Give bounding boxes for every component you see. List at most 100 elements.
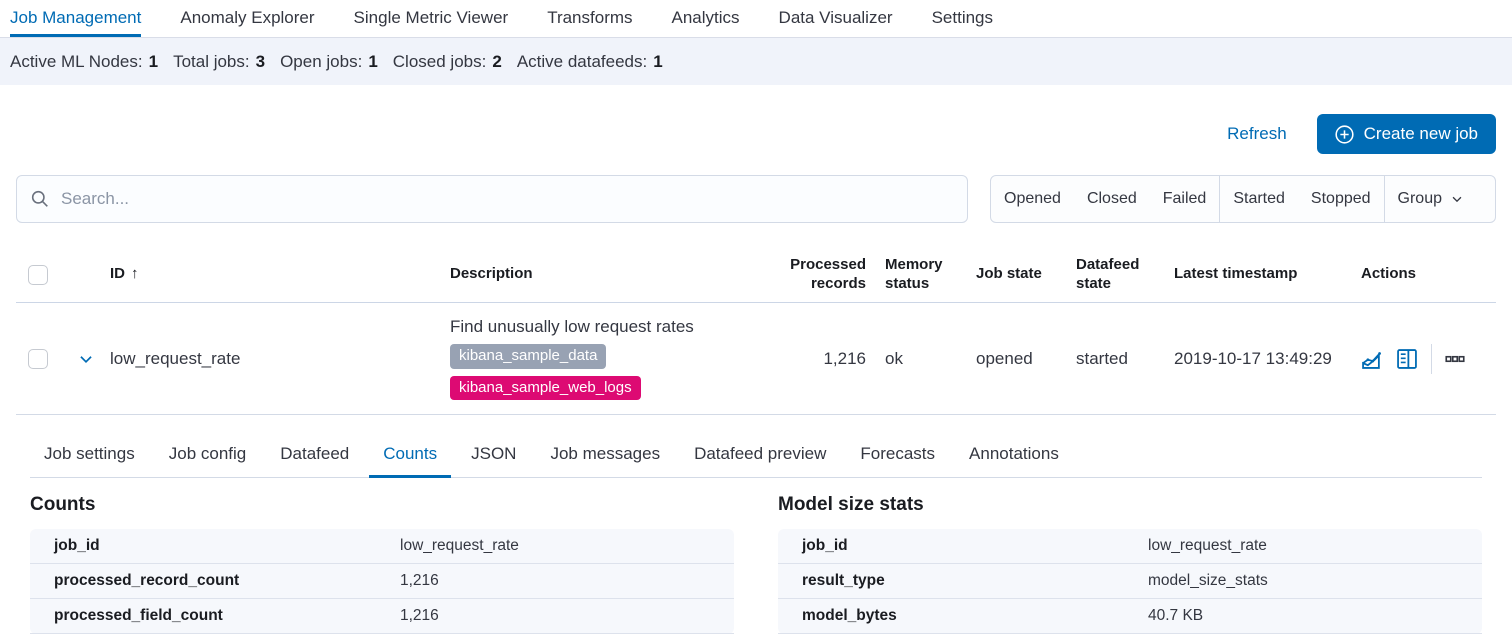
refresh-button[interactable]: Refresh bbox=[1227, 124, 1287, 143]
counts-title: Counts bbox=[30, 494, 96, 515]
stat-key: model_bytes bbox=[802, 607, 897, 624]
description-stack: Find unusually low request rates kibana_… bbox=[450, 317, 766, 401]
stat-key: result_type bbox=[802, 572, 885, 589]
select-all-checkbox[interactable] bbox=[28, 264, 48, 285]
nav-tab-job-management[interactable]: Job Management bbox=[10, 0, 142, 37]
row-actions-cell bbox=[1361, 343, 1496, 374]
row-checkbox[interactable] bbox=[28, 348, 48, 369]
header-checkbox-cell bbox=[16, 264, 62, 285]
tab-annotations[interactable]: Annotations bbox=[955, 432, 1073, 478]
model-size-stats-panel: job_id low_request_rate result_type mode… bbox=[778, 529, 1482, 634]
tab-datafeed[interactable]: Datafeed bbox=[266, 432, 363, 478]
stat-value: 1 bbox=[653, 51, 663, 71]
tab-counts[interactable]: Counts bbox=[369, 432, 452, 478]
stat-total-jobs: Total jobs:3 bbox=[173, 52, 265, 72]
tab-job-messages[interactable]: Job messages bbox=[536, 432, 674, 478]
jobs-table: ID↑ Description Processed records Memory… bbox=[16, 247, 1496, 415]
job-description-text: Find unusually low request rates bbox=[450, 316, 694, 336]
counts-tab-content: Counts job_id low_request_rate processed… bbox=[0, 494, 1512, 634]
list-item: result_type model_size_stats bbox=[778, 564, 1482, 599]
nav-tab-data-visualizer[interactable]: Data Visualizer bbox=[778, 8, 893, 27]
tab-job-settings[interactable]: Job settings bbox=[30, 432, 149, 478]
group-dropdown-button[interactable]: Group bbox=[1385, 176, 1477, 222]
job-stats-bar: Active ML Nodes:1 Total jobs:3 Open jobs… bbox=[0, 37, 1512, 85]
actions-divider bbox=[1431, 343, 1432, 374]
nav-tab-anomaly-explorer[interactable]: Anomaly Explorer bbox=[180, 8, 315, 27]
ml-top-nav: Job Management Anomaly Explorer Single M… bbox=[0, 0, 1512, 37]
tab-forecasts[interactable]: Forecasts bbox=[846, 432, 949, 478]
search-filter-row: Opened Closed Failed Started Stopped Gro… bbox=[16, 175, 1496, 223]
counts-section: Counts job_id low_request_rate processed… bbox=[30, 494, 734, 634]
header-job-state[interactable]: Job state bbox=[976, 265, 1042, 283]
chevron-down-icon bbox=[77, 350, 95, 368]
stat-key: job_id bbox=[54, 537, 100, 554]
nav-tab-transforms[interactable]: Transforms bbox=[547, 8, 633, 27]
tab-job-config[interactable]: Job config bbox=[155, 432, 261, 478]
stat-value: 1 bbox=[148, 51, 159, 71]
stat-active-datafeeds: Active datafeeds:1 bbox=[517, 52, 663, 72]
header-description[interactable]: Description bbox=[450, 265, 533, 283]
plus-circle-icon bbox=[1335, 124, 1354, 144]
processed-records-cell: 1,216 bbox=[823, 348, 866, 368]
open-anomaly-explorer-button[interactable] bbox=[1396, 348, 1418, 370]
nav-tab-single-metric-viewer[interactable]: Single Metric Viewer bbox=[353, 8, 509, 27]
stat-open-jobs: Open jobs:1 bbox=[280, 52, 378, 72]
stat-value: 2 bbox=[492, 51, 502, 71]
header-processed-records[interactable]: Processed records bbox=[790, 255, 866, 292]
filter-opened-button[interactable]: Opened bbox=[991, 176, 1074, 222]
stat-label: Active ML Nodes: bbox=[10, 51, 143, 71]
group-badge-kibana-sample-data[interactable]: kibana_sample_data bbox=[450, 343, 607, 369]
list-item: job_id low_request_rate bbox=[778, 529, 1482, 564]
latest-timestamp-cell: 2019-10-17 13:49:29 bbox=[1174, 348, 1332, 368]
tab-json[interactable]: JSON bbox=[457, 432, 530, 478]
stat-value: low_request_rate bbox=[400, 537, 519, 554]
search-box bbox=[16, 175, 968, 223]
create-new-job-button[interactable]: Create new job bbox=[1316, 114, 1496, 154]
explorer-panel-icon bbox=[1396, 348, 1418, 370]
stat-key: job_id bbox=[802, 537, 848, 554]
stat-label: Open jobs: bbox=[280, 51, 363, 71]
stat-label: Total jobs: bbox=[173, 51, 250, 71]
datafeed-state-cell: started bbox=[1076, 348, 1128, 368]
stat-value: low_request_rate bbox=[1148, 537, 1267, 554]
row-expand-cell bbox=[62, 350, 110, 368]
header-id-label: ID bbox=[110, 265, 125, 283]
filter-failed-button[interactable]: Failed bbox=[1150, 176, 1220, 222]
header-memory-status[interactable]: Memory status bbox=[885, 255, 943, 292]
nav-tab-analytics[interactable]: Analytics bbox=[671, 8, 740, 27]
list-item: job_id low_request_rate bbox=[30, 529, 734, 564]
row-more-actions-button[interactable] bbox=[1445, 349, 1465, 369]
stat-label: Closed jobs: bbox=[392, 51, 487, 71]
stat-value: 3 bbox=[255, 51, 266, 71]
index-badge-kibana-sample-web-logs[interactable]: kibana_sample_web_logs bbox=[450, 375, 641, 401]
filter-stopped-button[interactable]: Stopped bbox=[1298, 176, 1384, 222]
model-size-stats-title: Model size stats bbox=[778, 494, 924, 515]
line-chart-icon bbox=[1361, 348, 1383, 370]
tab-datafeed-preview[interactable]: Datafeed preview bbox=[680, 432, 840, 478]
jobs-toolbar: Refresh Create new job bbox=[16, 114, 1496, 154]
header-latest-timestamp[interactable]: Latest timestamp bbox=[1174, 265, 1298, 283]
stat-value: 1,216 bbox=[400, 607, 439, 624]
filter-started-button[interactable]: Started bbox=[1220, 176, 1298, 222]
collapse-row-button[interactable] bbox=[77, 350, 95, 368]
stat-value: 1,216 bbox=[400, 572, 439, 589]
jobs-table-header: ID↑ Description Processed records Memory… bbox=[16, 247, 1496, 303]
header-id[interactable]: ID↑ bbox=[110, 265, 450, 284]
filter-closed-button[interactable]: Closed bbox=[1074, 176, 1150, 222]
nav-tab-settings[interactable]: Settings bbox=[931, 8, 994, 27]
stat-label: Active datafeeds: bbox=[516, 51, 648, 71]
chevron-down-icon bbox=[1450, 192, 1464, 206]
stat-value: 1 bbox=[368, 51, 378, 71]
table-row: low_request_rate Find unusually low requ… bbox=[16, 303, 1496, 415]
job-detail-tabs: Job settings Job config Datafeed Counts … bbox=[30, 432, 1482, 478]
header-datafeed-state[interactable]: Datafeed state bbox=[1076, 255, 1140, 292]
row-checkbox-cell bbox=[16, 348, 62, 369]
stat-value: 40.7 KB bbox=[1148, 607, 1204, 624]
list-item: processed_field_count 1,216 bbox=[30, 599, 734, 634]
list-item: processed_record_count 1,216 bbox=[30, 564, 734, 599]
boxes-horizontal-icon bbox=[1445, 349, 1465, 369]
open-single-metric-viewer-button[interactable] bbox=[1361, 348, 1383, 370]
model-size-stats-section: Model size stats job_id low_request_rate… bbox=[778, 494, 1482, 634]
search-input[interactable] bbox=[61, 189, 953, 209]
job-state-cell: opened bbox=[976, 348, 1033, 368]
